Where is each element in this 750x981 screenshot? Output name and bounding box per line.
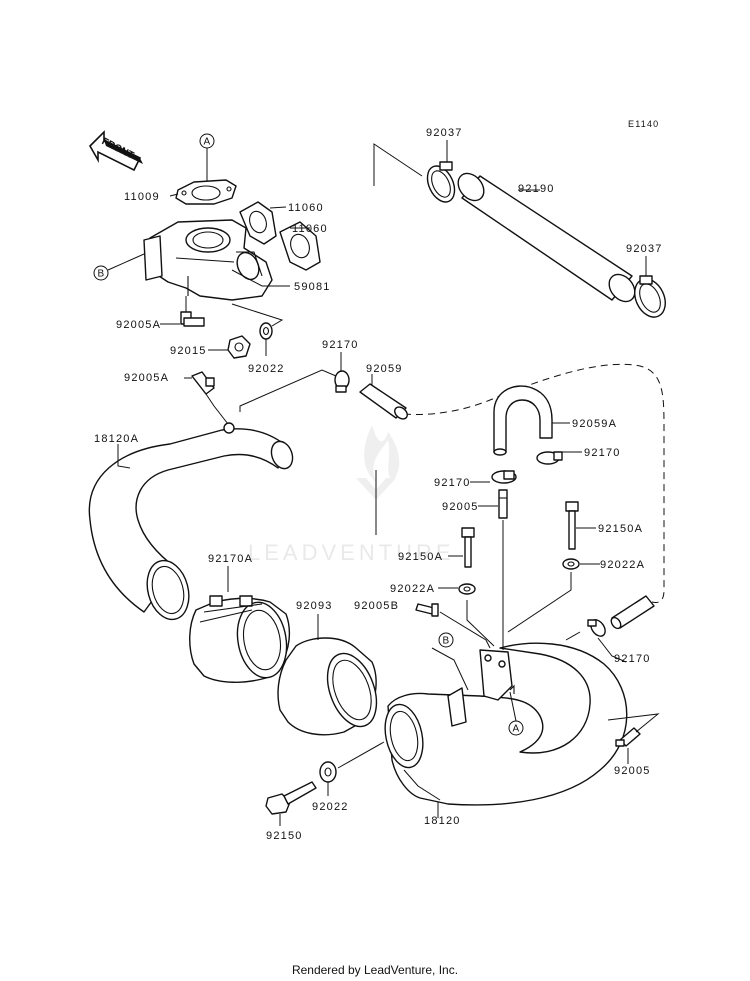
label-92150a-1: 92150A <box>398 551 443 563</box>
callout-a-top: A <box>199 133 215 184</box>
label-92170-2: 92170 <box>584 447 621 459</box>
label-92093: 92093 <box>296 600 333 612</box>
callout-a-top-text: A <box>204 137 211 148</box>
footer-credit: Rendered by LeadVenture, Inc. <box>291 963 459 977</box>
washer-92022a-1 <box>458 583 476 595</box>
fitting-92005b <box>415 603 439 617</box>
label-18120a: 18120A <box>94 433 139 445</box>
label-18120: 18120 <box>424 815 461 827</box>
fitting-92005a-1 <box>180 311 205 327</box>
gasket-11060-2 <box>279 221 321 271</box>
callout-a-bottom-text: A <box>513 724 520 735</box>
label-92037-1: 92037 <box>426 127 463 139</box>
gasket-11009 <box>175 179 237 205</box>
fitting-92005a-2 <box>191 371 215 395</box>
gasket-11060-1 <box>239 201 277 245</box>
label-92022a-1: 92022A <box>390 583 435 595</box>
hose-18120 <box>384 642 628 806</box>
label-92005a-1: 92005A <box>116 319 161 331</box>
label-92059a: 92059A <box>572 418 617 430</box>
label-92005-1: 92005 <box>442 501 479 513</box>
hose-small-right <box>610 595 655 630</box>
front-arrow-icon: FRONT <box>89 130 143 172</box>
label-92170-4: 92170 <box>614 653 651 665</box>
label-92170a: 92170A <box>208 553 253 565</box>
callout-a-bottom: A <box>508 691 524 736</box>
label-92005b: 92005B <box>354 600 399 612</box>
fitting-92005-2 <box>615 727 641 747</box>
label-92037-2: 92037 <box>626 243 663 255</box>
clamp-92170-1 <box>334 370 350 393</box>
label-11009: 11009 <box>124 191 160 203</box>
callout-b-left: B <box>93 253 145 281</box>
label-92170-1: 92170 <box>322 339 359 351</box>
callout-b-left-text: B <box>98 269 105 280</box>
washer-92022-2 <box>319 761 337 783</box>
exhaust-manifold <box>143 219 273 301</box>
hose-18120a <box>88 422 294 621</box>
washer-92022a-2 <box>562 558 580 570</box>
clamp-92170-3 <box>491 470 517 484</box>
nut-92015 <box>227 335 251 359</box>
watermark-text: LEADVENTURE <box>248 540 455 565</box>
label-92059: 92059 <box>366 363 403 375</box>
label-11060-2: 11060 <box>292 223 328 235</box>
label-92015: 92015 <box>170 345 207 357</box>
hose-92190 <box>457 172 636 303</box>
label-59081: 59081 <box>294 281 331 293</box>
hose-92059 <box>359 383 408 420</box>
label-92150: 92150 <box>266 830 303 842</box>
sleeve-92093 <box>277 637 378 736</box>
label-92005a-2: 92005A <box>124 372 169 384</box>
clamp-92037-2 <box>634 275 666 318</box>
clamp-92037-1 <box>426 161 456 203</box>
clamp-92170-4 <box>587 619 606 637</box>
bolt-92150a-1 <box>461 527 475 568</box>
label-92150a-2: 92150A <box>598 523 643 535</box>
label-11060-1: 11060 <box>288 202 324 214</box>
fitting-92005-1 <box>498 489 508 519</box>
label-92022-2: 92022 <box>312 801 349 813</box>
callout-b-center-text: B <box>443 636 450 647</box>
bolt-92150a-2 <box>565 501 579 550</box>
coupler-92170a <box>189 595 291 683</box>
watermark: LEADVENTURE <box>248 425 455 565</box>
label-92022a-2: 92022A <box>600 559 645 571</box>
clamp-92170-2 <box>536 451 563 465</box>
label-92170-3: 92170 <box>434 477 471 489</box>
label-92005-2: 92005 <box>614 765 651 777</box>
washer-92022-1 <box>259 322 273 340</box>
label-92190: 92190 <box>518 183 555 195</box>
diagram-code: E1140 <box>628 119 659 129</box>
hose-92059a <box>493 385 553 456</box>
label-92022-1: 92022 <box>248 363 285 375</box>
bolt-92150 <box>265 781 317 815</box>
callout-b-center: B <box>431 632 469 691</box>
